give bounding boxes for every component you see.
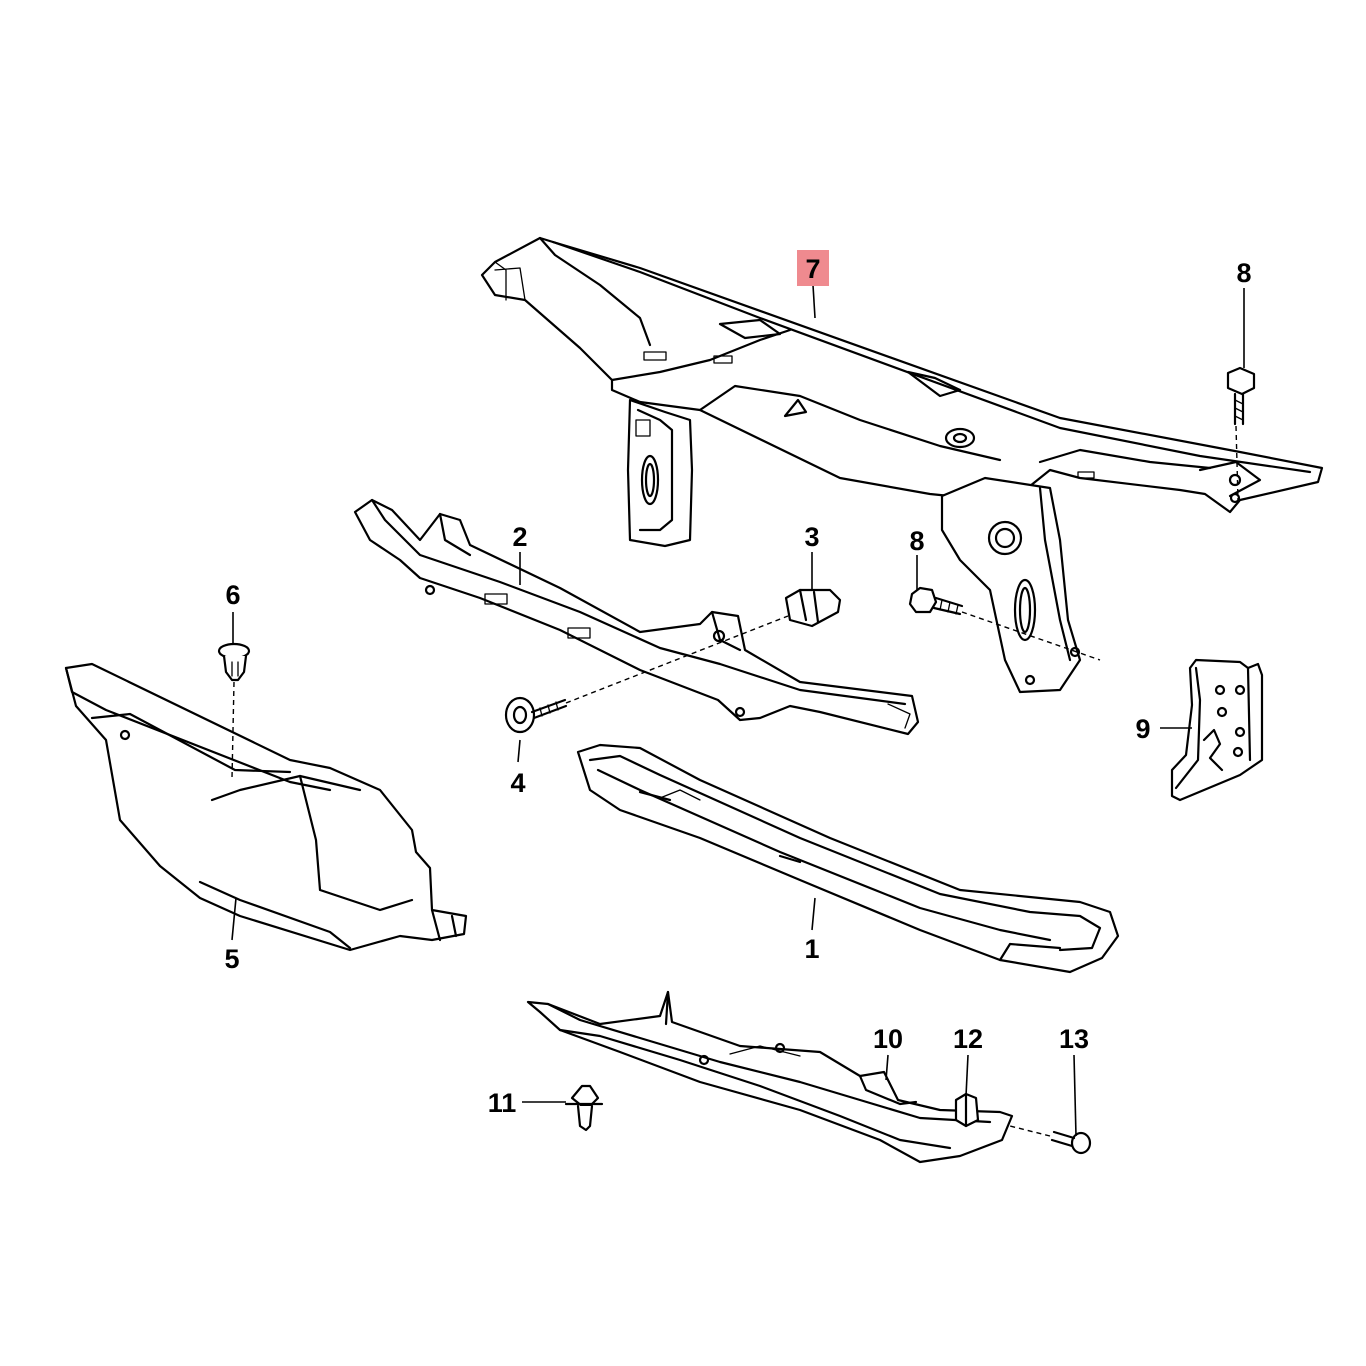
part-clip[interactable]: [564, 1084, 604, 1132]
callout-6[interactable]: 6: [225, 580, 240, 610]
part-front-panel-carrier[interactable]: [480, 236, 1324, 694]
part-underbody-shield[interactable]: [526, 990, 1014, 1164]
part-upper-bumper-support[interactable]: [353, 498, 920, 736]
callout-2[interactable]: 2: [512, 522, 527, 552]
callout-9[interactable]: 9: [1135, 714, 1150, 744]
callout-4[interactable]: 4: [510, 768, 525, 798]
part-screw-lower[interactable]: [1050, 1130, 1092, 1155]
assembly-lines: [231, 425, 1239, 1137]
callout-10[interactable]: 10: [873, 1024, 903, 1054]
part-air-duct[interactable]: [64, 662, 468, 952]
part-bracket[interactable]: [1170, 658, 1264, 802]
callout-11[interactable]: 11: [488, 1088, 517, 1118]
part-hex-bolt-upper[interactable]: [1226, 366, 1256, 426]
part-expanding-rivet[interactable]: [217, 642, 251, 682]
part-screw[interactable]: [504, 696, 568, 734]
part-plastic-nut[interactable]: [784, 588, 842, 628]
part-lower-crossmember[interactable]: [576, 743, 1120, 974]
part-hex-bolt-middle[interactable]: [908, 586, 964, 616]
callout-12[interactable]: 12: [953, 1024, 983, 1054]
callout-8-middle[interactable]: 8: [909, 526, 924, 556]
callout-labels: 1 2 3 4 5 6 7 8 8 9 10 11 12 13: [224, 254, 1251, 1118]
callout-13[interactable]: 13: [1059, 1024, 1089, 1054]
callout-1[interactable]: 1: [804, 934, 819, 964]
callout-3[interactable]: 3: [804, 522, 819, 552]
callout-leaders: [231, 284, 1245, 1137]
part-clamp-nut[interactable]: [954, 1092, 980, 1128]
callout-7-highlight: [797, 250, 829, 286]
callout-8-upper[interactable]: 8: [1236, 258, 1251, 288]
callout-5[interactable]: 5: [224, 944, 239, 974]
callout-7[interactable]: 7: [805, 254, 820, 284]
